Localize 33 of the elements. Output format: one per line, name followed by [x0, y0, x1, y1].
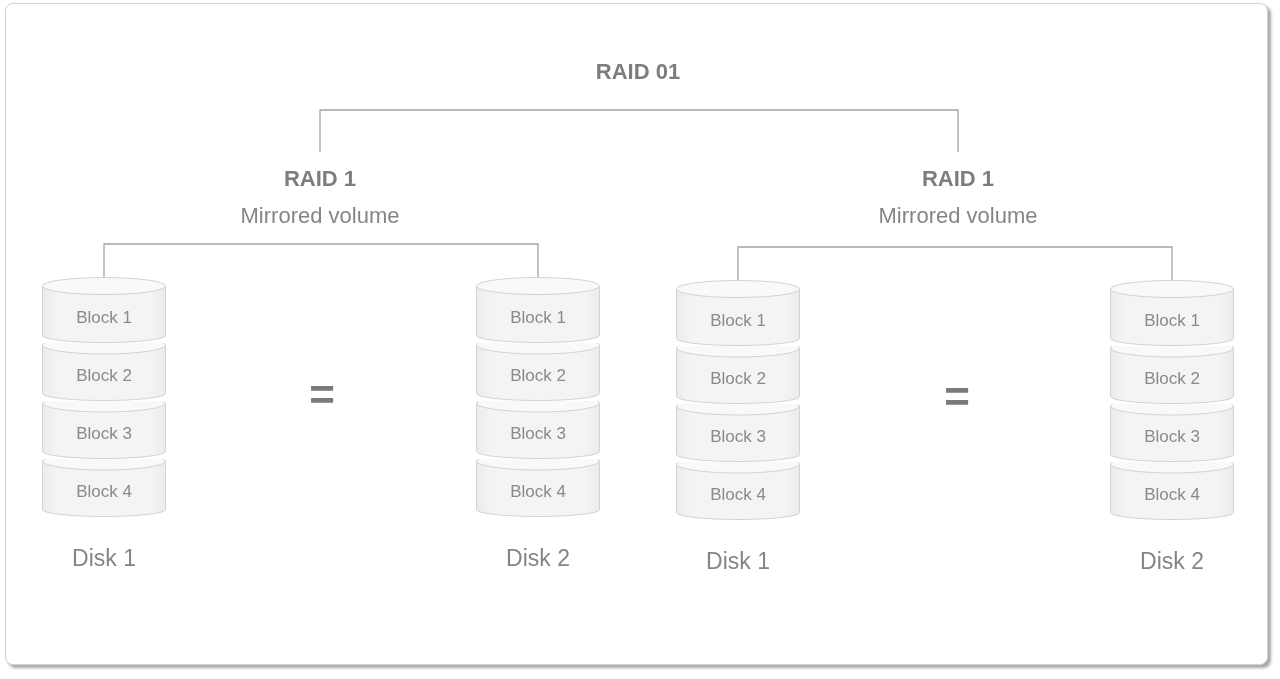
equals-sign: = — [309, 382, 335, 408]
connector-line — [319, 243, 539, 278]
connector-line — [319, 109, 639, 153]
equals-sign: = — [944, 384, 970, 410]
raid-level-heading: RAID 01 — [595, 58, 681, 86]
block-label: Block 2 — [1144, 369, 1200, 389]
connector-line — [737, 246, 959, 281]
connector-line — [103, 243, 321, 278]
block-label: Block 3 — [710, 427, 766, 447]
disk-label: Disk 1 — [72, 544, 136, 572]
raid-level-heading: RAID 1 — [921, 165, 995, 193]
disk-label: Disk 2 — [1140, 547, 1204, 575]
block-label: Block 1 — [1144, 311, 1200, 331]
block-label: Block 1 — [710, 311, 766, 331]
connector-line — [637, 109, 959, 153]
block-label: Block 2 — [710, 369, 766, 389]
block-label: Block 4 — [510, 482, 566, 502]
block-label: Block 2 — [510, 366, 566, 386]
block-label: Block 1 — [76, 308, 132, 328]
block-label: Block 4 — [710, 485, 766, 505]
block-label: Block 1 — [510, 308, 566, 328]
disk-label: Disk 1 — [706, 547, 770, 575]
block-label: Block 4 — [76, 482, 132, 502]
raid-level-heading: RAID 1 — [283, 165, 357, 193]
block-label: Block 3 — [510, 424, 566, 444]
block-label: Block 3 — [76, 424, 132, 444]
volume-type-label: Mirrored volume — [240, 202, 400, 230]
volume-type-label: Mirrored volume — [878, 202, 1038, 230]
block-label: Block 2 — [76, 366, 132, 386]
disk-label: Disk 2 — [506, 544, 570, 572]
connector-line — [957, 246, 1173, 281]
block-label: Block 3 — [1144, 427, 1200, 447]
block-label: Block 4 — [1144, 485, 1200, 505]
